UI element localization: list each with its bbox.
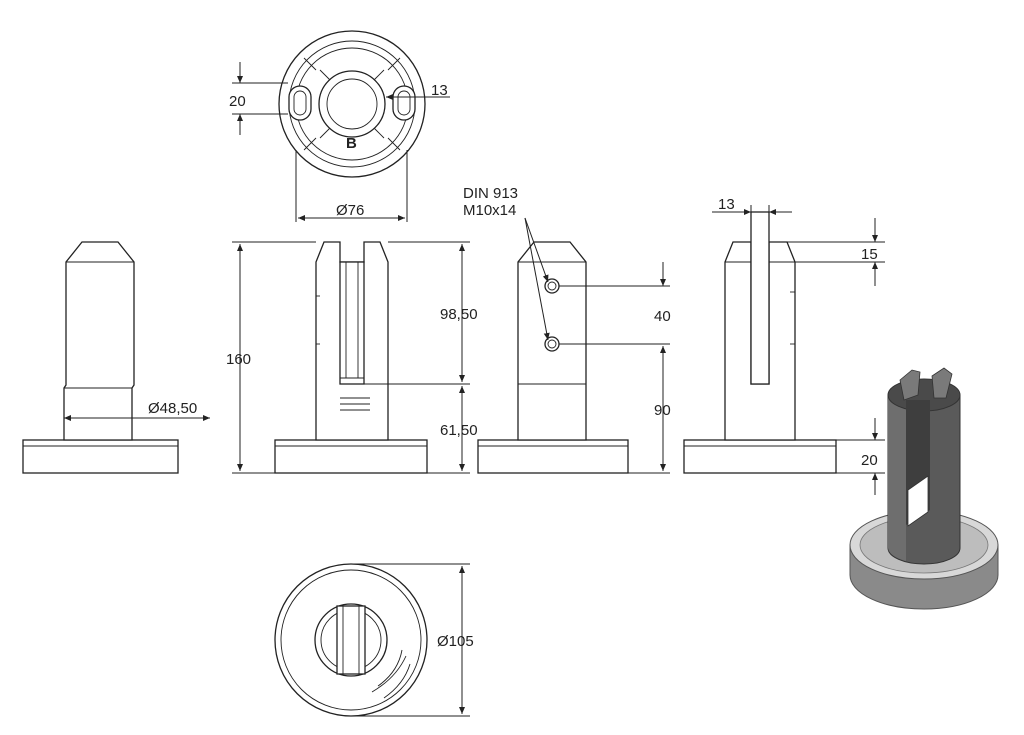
screw-spec-line2: M10x14 [463,202,516,219]
dim-post-diameter: Ø48,50 [148,400,197,417]
bottom-view: Ø105 [274,563,474,717]
dim-total-height: 160 [226,351,251,368]
section-view: 160 98,50 61,50 [226,241,478,474]
dim-base-diameter: Ø105 [437,633,474,650]
dim-lower-screw-height: 90 [654,402,671,419]
dim-flange-diameter: Ø76 [336,202,364,219]
lower-set-screw [544,336,560,352]
dim-base-height: 20 [861,452,878,469]
dim-chamfer-height: 15 [861,246,878,263]
dim-bolt-hole: 13 [431,82,448,99]
side-view: DIN 913 M10x14 40 90 [463,185,671,474]
upper-set-screw [544,278,560,294]
screw-spec-line1: DIN 913 [463,185,518,202]
right-view: 13 15 20 [683,196,885,495]
dim-body-height: 61,50 [440,422,478,439]
front-view: Ø48,50 [22,241,210,474]
dim-slot-height: 20 [229,93,246,110]
dim-slot-depth: 98,50 [440,306,478,323]
dim-screw-spacing: 40 [654,308,671,325]
top-view: B 20 13 Ø76 [229,30,450,222]
dim-slot-width: 13 [718,196,735,213]
isometric-render [849,367,999,610]
svg-text:B: B [346,135,357,152]
